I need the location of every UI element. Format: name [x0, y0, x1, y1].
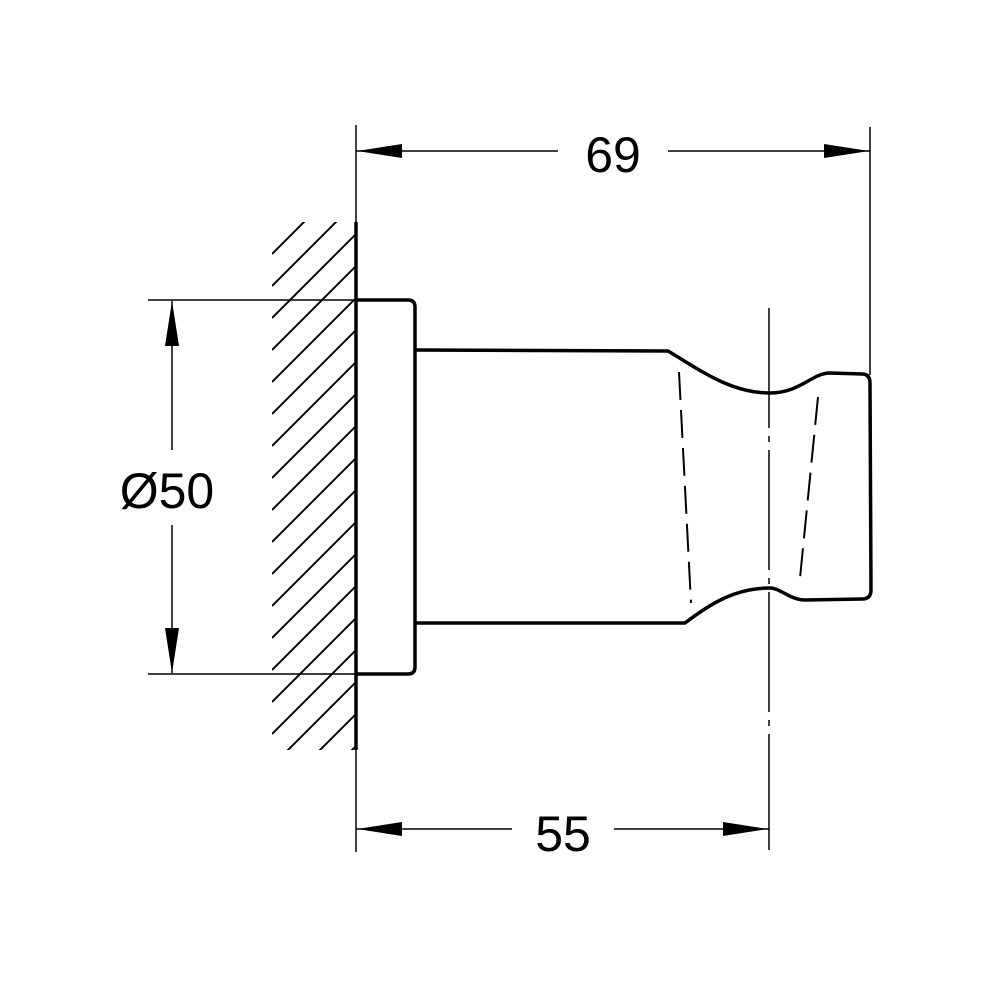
dimension-label-diameter-50: Ø50: [120, 463, 215, 519]
arrowhead-right-icon: [824, 144, 869, 158]
arrowhead-up-icon: [165, 301, 179, 346]
flange-outline: [356, 298, 417, 676]
dimension-label-69: 69: [585, 127, 641, 183]
dimension-diameter-50: Ø50: [120, 301, 215, 673]
arrowhead-left-icon: [357, 144, 402, 158]
dimension-55: 55: [356, 806, 769, 862]
dimension-label-55: 55: [535, 806, 591, 862]
holder-body-outline: [414, 348, 873, 625]
arrowhead-left-icon: [357, 822, 402, 836]
arrowhead-down-icon: [165, 628, 179, 673]
hidden-line-left: [678, 371, 692, 604]
dimension-69: 69: [356, 127, 870, 183]
arrowhead-right-icon: [723, 822, 768, 836]
hidden-line-right: [799, 396, 819, 579]
